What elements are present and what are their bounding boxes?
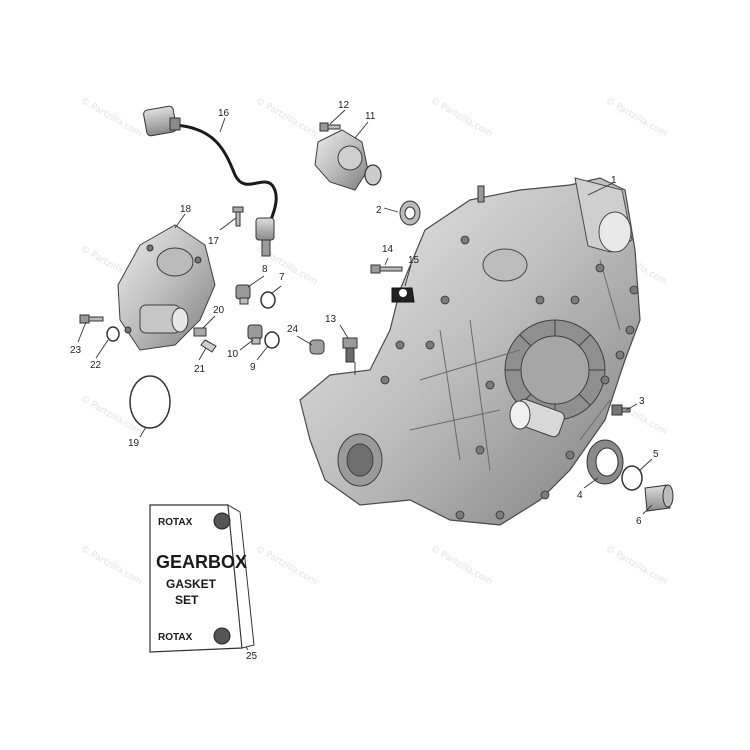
leader-lines xyxy=(77,109,653,651)
watermark: © Partzilla.com xyxy=(429,96,494,139)
callout-22: 22 xyxy=(90,360,102,371)
sensor-17 xyxy=(232,206,275,257)
callout-20: 20 xyxy=(213,305,225,316)
brand-logo-top: ROTAX xyxy=(158,517,193,528)
plug-8 xyxy=(235,284,251,305)
card-title-line3: SET xyxy=(175,593,199,607)
bolt-12 xyxy=(319,122,341,132)
callout-1: 1 xyxy=(611,175,617,186)
callout-10: 10 xyxy=(227,349,239,360)
brand-logo-bottom: ROTAX xyxy=(158,632,193,643)
callout-labels: 1 2 3 4 5 6 7 8 9 10 11 12 13 14 15 16 1… xyxy=(70,100,659,662)
sensor-13 xyxy=(342,337,358,363)
callout-11: 11 xyxy=(365,111,376,122)
callout-14: 14 xyxy=(382,244,394,255)
gearbox-housing xyxy=(299,177,641,526)
clip-20-21 xyxy=(193,327,217,353)
gasket-set-card: ROTAX GEARBOX GASKET SET ROTAX xyxy=(149,504,255,653)
watermark: © Partzilla.com xyxy=(429,544,494,587)
callout-13: 13 xyxy=(325,314,337,325)
callout-2: 2 xyxy=(376,205,382,216)
callout-7: 7 xyxy=(279,272,285,283)
callout-18: 18 xyxy=(180,204,192,215)
watermark: © Partzilla.com xyxy=(604,544,669,587)
callout-17: 17 xyxy=(208,236,220,247)
callout-23: 23 xyxy=(70,345,82,356)
shift-actuator-18 xyxy=(117,224,216,351)
callout-19: 19 xyxy=(128,438,140,449)
plug-24 xyxy=(309,339,325,355)
watermark: © Partzilla.com xyxy=(79,544,144,587)
callout-21: 21 xyxy=(194,364,206,375)
o-ring-9 xyxy=(264,331,280,349)
callout-3: 3 xyxy=(639,396,645,407)
seal-11 xyxy=(364,164,382,186)
callout-8: 8 xyxy=(262,264,268,275)
callout-12: 12 xyxy=(338,100,350,111)
watermark: © Partzilla.com xyxy=(79,96,144,139)
card-title-line1: GEARBOX xyxy=(156,552,247,572)
callout-6: 6 xyxy=(636,516,642,527)
plug-10 xyxy=(247,324,263,345)
watermark: © Partzilla.com xyxy=(254,544,319,587)
o-ring-7 xyxy=(260,291,276,309)
sensor-housing-11 xyxy=(314,129,369,191)
seal-4 xyxy=(586,439,624,485)
watermark: © Partzilla.com xyxy=(604,394,669,437)
callout-24: 24 xyxy=(287,324,299,335)
seal-2 xyxy=(399,200,421,226)
sleeve-6 xyxy=(644,484,674,512)
card-title-line2: GASKET xyxy=(166,577,217,591)
o-ring-5 xyxy=(621,465,643,491)
brand-emblem-icon xyxy=(213,512,231,530)
clamp-15 xyxy=(391,287,415,303)
washer-22 xyxy=(106,326,120,342)
callout-9: 9 xyxy=(250,362,256,373)
bolt-14 xyxy=(370,264,403,274)
watermark: © Partzilla.com xyxy=(254,96,319,139)
bolt-23 xyxy=(79,314,104,324)
callout-25: 25 xyxy=(246,651,258,662)
o-ring-19 xyxy=(129,375,171,429)
callout-4: 4 xyxy=(577,490,583,501)
callout-16: 16 xyxy=(218,108,230,119)
callout-5: 5 xyxy=(653,449,659,460)
callout-15: 15 xyxy=(408,255,420,266)
watermark: © Partzilla.com xyxy=(604,96,669,139)
brand-emblem-icon xyxy=(213,627,231,645)
sensor-harness-16 xyxy=(143,105,278,223)
watermark: © Partzilla.com xyxy=(79,394,144,437)
